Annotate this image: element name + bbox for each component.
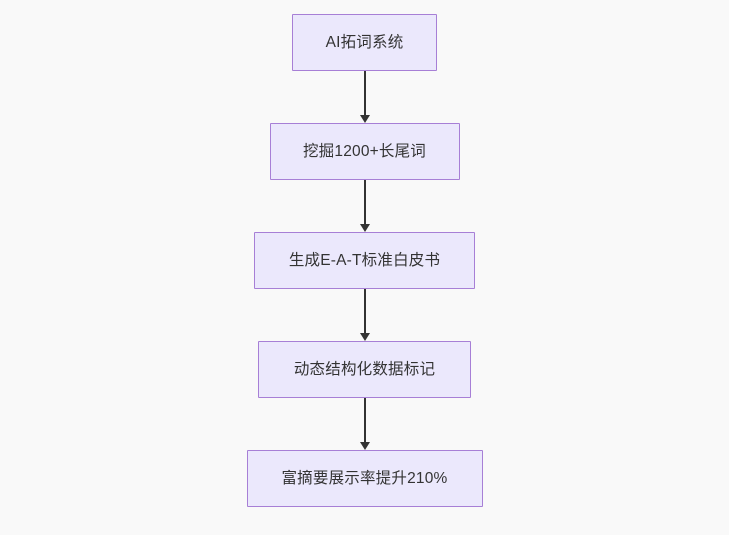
flow-node-label: 动态结构化数据标记 [293, 360, 436, 378]
arrow-head-icon [359, 442, 370, 450]
flow-node-label: 富摘要展示率提升210% [281, 469, 448, 487]
edge-line [363, 71, 366, 116]
edge-line [363, 180, 366, 225]
flow-edge-2 [357, 180, 373, 232]
flow-edge-4 [357, 398, 373, 450]
flow-node-label: 生成E-A-T标准白皮书 [288, 251, 441, 269]
flow-node-ai-keyword-system[interactable]: AI拓词系统 [292, 14, 437, 71]
flow-node-mine-longtail-keywords[interactable]: 挖掘1200+长尾词 [269, 123, 460, 180]
arrow-head-icon [359, 224, 370, 232]
edge-line [363, 398, 366, 443]
flow-edge-3 [357, 289, 373, 341]
flow-node-rich-snippet-impression-lift[interactable]: 富摘要展示率提升210% [246, 450, 483, 507]
top-spacer [364, 0, 365, 14]
flow-node-label: AI拓词系统 [325, 33, 404, 51]
arrow-head-icon [359, 115, 370, 123]
flow-node-generate-eat-whitepaper[interactable]: 生成E-A-T标准白皮书 [254, 232, 475, 289]
arrow-head-icon [359, 333, 370, 341]
flow-node-dynamic-structured-data-markup[interactable]: 动态结构化数据标记 [258, 341, 471, 398]
flow-edge-1 [357, 71, 373, 123]
edge-line [363, 289, 366, 334]
flow-node-label: 挖掘1200+长尾词 [302, 142, 427, 160]
